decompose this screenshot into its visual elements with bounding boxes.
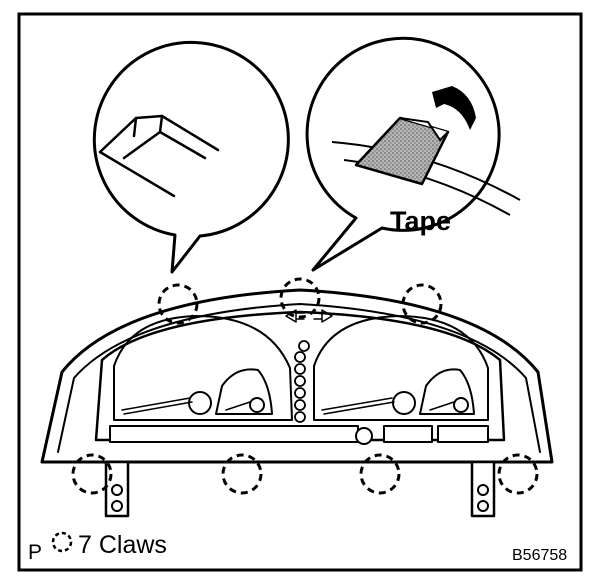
claw-marker-bottom-right [497,453,539,495]
corner-letter: P [28,541,42,564]
claw-marker-bottom-left [71,453,113,495]
figure-code: B56758 [512,547,567,564]
legend-claws-text: 7 Claws [78,531,167,559]
callout-claw-detail [92,40,290,274]
claw-marker-top-center [279,277,321,319]
right-bracket [470,460,496,518]
claw-marker-bottom-center-left [221,453,263,495]
callout-tape-detail: Tape [305,36,521,272]
left-gauge-sub [215,368,273,415]
claw-hook-detail [98,114,220,198]
left-gauge [113,315,293,421]
combination-meter [40,288,554,518]
odometer-display [109,425,359,443]
right-gauge [313,315,489,421]
claw-markers [71,277,539,495]
peel-arrow [432,86,476,130]
claw-marker-upper-left [157,283,199,325]
claw-marker-bottom-center-right [359,453,401,495]
claw-marker-upper-right [401,283,443,325]
turn-signal-left [285,309,305,323]
right-gauge-sub [419,368,475,415]
tape-label: Tape [390,206,451,236]
turn-signal-right [313,309,333,323]
legend-claw-symbol [51,531,73,553]
indicator-lamps [294,340,310,423]
